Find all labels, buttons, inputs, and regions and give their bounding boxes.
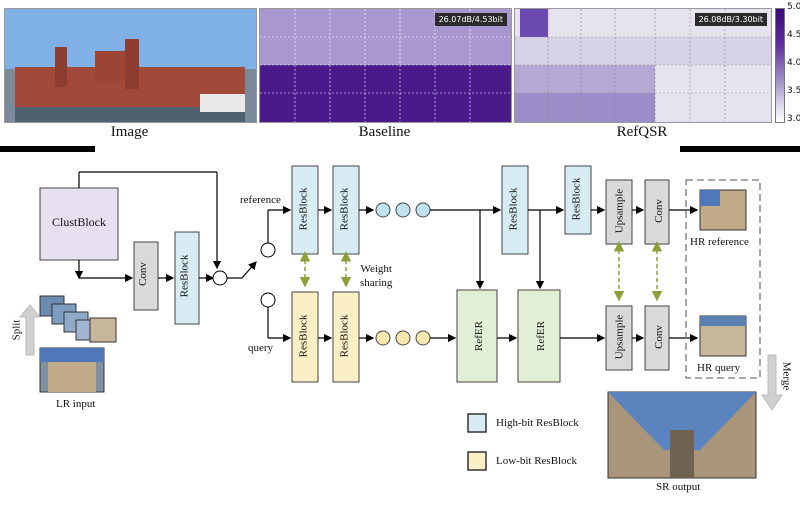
colorbar-tick: 3.0 [787,114,800,124]
colorbar-tick: 4.5 [787,30,800,40]
resblock-label: ResBlock [178,254,191,298]
merge-arrow [761,354,783,411]
query-label: query [248,342,274,354]
station-photo [5,9,256,122]
ref-resblock-4-label: ResBlock [570,177,583,221]
ref-resblock-4 [564,165,592,235]
baseline-panel: 26.07dB/4.53bit [259,8,512,123]
caption-baseline: Baseline [358,124,411,140]
ref-resblock-1-label: ResBlock [297,187,310,231]
conv-box [133,241,159,311]
hr-output-box [685,179,761,379]
caption-refqsr: RefQSR [616,124,668,140]
ref-conv-label: Conv [652,199,665,223]
query-resblock-2-label: ResBlock [338,314,351,358]
refqsr-panel: 26.08dB/3.30bit [514,8,772,123]
lr-input-label: LR input [56,398,96,410]
split-arrow [18,304,42,356]
legend-high-swatch [467,413,487,433]
baseline-badge: 26.07dB/4.53bit [434,13,507,26]
query-resblock-1-label: ResBlock [297,314,310,358]
ref-conv [644,179,670,245]
colorbar-tick: 4.0 [787,58,800,68]
colorbar-tick: 5.0 [787,2,800,12]
legend-low-swatch [467,451,487,471]
ref-upsample-label: Upsample [613,188,626,234]
lr-input-image [39,347,105,393]
colorbar-tick: 3.5 [787,86,800,96]
clustblock-box [39,187,119,261]
legend-low-label: Low-bit ResBlock [496,455,577,467]
referr-1 [456,289,498,383]
referr-2 [517,289,561,383]
image-panel [4,8,257,123]
legend-high-label: High-bit ResBlock [496,417,579,429]
hr-query-label: HR query [697,362,741,374]
hr-reference-label: HR reference [690,236,749,248]
ref-resblock-2 [332,165,360,255]
ref-resblock-2-label: ResBlock [338,187,351,231]
referr-2-label: RefER [534,321,547,351]
resblock-left-box [174,231,200,325]
query-resblock-1 [291,291,319,383]
separator-right [680,146,800,152]
weight-sharing-label: Weight sharing [360,263,393,289]
clustblock-label: ClustBlock [52,215,107,229]
split-label: Split [10,319,23,341]
ref-upsample [605,179,633,245]
hr-reference-image [699,189,747,231]
hr-query-image [699,315,747,357]
ref-resblock-1 [291,165,319,255]
caption-image: Image [110,124,149,140]
baseline-heatmap [260,9,511,122]
refqsr-badge: 26.08dB/3.30bit [694,13,767,26]
query-conv-label: Conv [652,325,665,349]
referr-1-label: RefER [472,321,485,351]
sr-output-image [607,391,757,479]
split-stack [39,295,117,343]
merge-label: Merge [780,361,793,391]
separator-left [0,146,95,152]
query-conv [644,305,670,371]
colorbar [775,8,785,123]
refqsr-heatmap [515,9,771,122]
sr-output-label: SR output [656,481,701,493]
query-resblock-2 [332,291,360,383]
ref-resblock-3-label: ResBlock [507,187,520,231]
conv-label: Conv [136,262,149,286]
reference-label: reference [240,194,281,206]
query-upsample-label: Upsample [613,314,626,360]
